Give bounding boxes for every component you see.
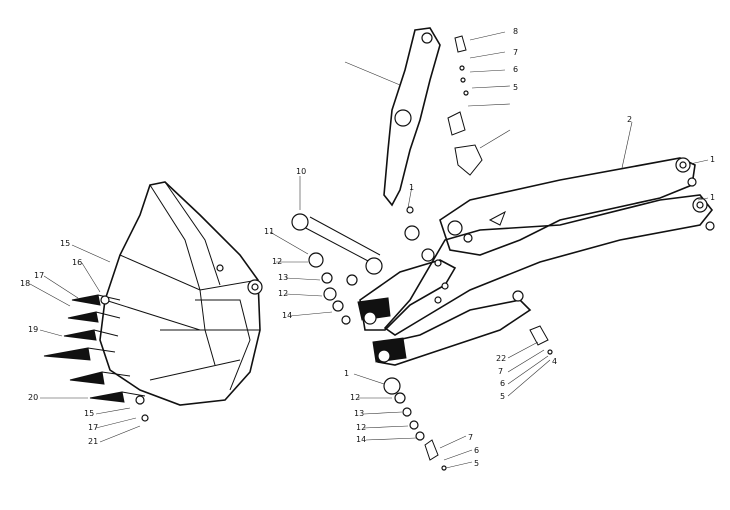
part-label: 1 — [344, 369, 349, 378]
part-label: 7 — [513, 48, 518, 57]
part-label: 1 — [710, 193, 715, 202]
part-label: 1 — [710, 155, 715, 164]
part-label: 10 — [296, 167, 306, 176]
part-label: 15 — [84, 409, 94, 418]
part-label: 5 — [513, 83, 518, 92]
part-label: 12 — [356, 423, 366, 432]
part-label: 5 — [474, 459, 479, 468]
part-label: 17 — [88, 423, 98, 432]
part-label: 12 — [272, 257, 282, 266]
part-label: 6 — [513, 65, 518, 74]
part-label: 15 — [60, 239, 70, 248]
part-label: 14 — [282, 311, 292, 320]
part-label: 6 — [500, 379, 505, 388]
part-label: 13 — [354, 409, 364, 418]
part-label: 1 — [409, 183, 414, 192]
boom-assembly — [357, 121, 715, 366]
part-label: 21 — [88, 437, 98, 446]
part-label: 13 — [278, 273, 288, 282]
part-label: 17 — [34, 271, 44, 280]
part-label: 6 — [474, 446, 479, 455]
part-label: 11 — [264, 227, 274, 236]
pins-and-bushings — [269, 176, 553, 471]
part-number-labels: 8 7 6 5 2 1 1 1 10 11 12 13 12 14 15 16 … — [20, 27, 715, 468]
part-label: 5 — [500, 392, 505, 401]
upper-link-assembly — [344, 27, 511, 207]
part-label: 7 — [468, 433, 473, 442]
part-label: 14 — [356, 435, 366, 444]
part-label: 16 — [72, 258, 82, 267]
bucket-assembly — [29, 181, 263, 443]
part-label: 20 — [28, 393, 38, 402]
part-label: 4 — [552, 357, 557, 366]
part-label: 22 — [496, 354, 506, 363]
part-label: 8 — [513, 27, 518, 36]
part-label: 12 — [350, 393, 360, 402]
part-label: 2 — [627, 115, 632, 124]
part-label: 19 — [28, 325, 38, 334]
part-label: 7 — [498, 367, 503, 376]
part-label: 18 — [20, 279, 30, 288]
part-label: 12 — [278, 289, 288, 298]
